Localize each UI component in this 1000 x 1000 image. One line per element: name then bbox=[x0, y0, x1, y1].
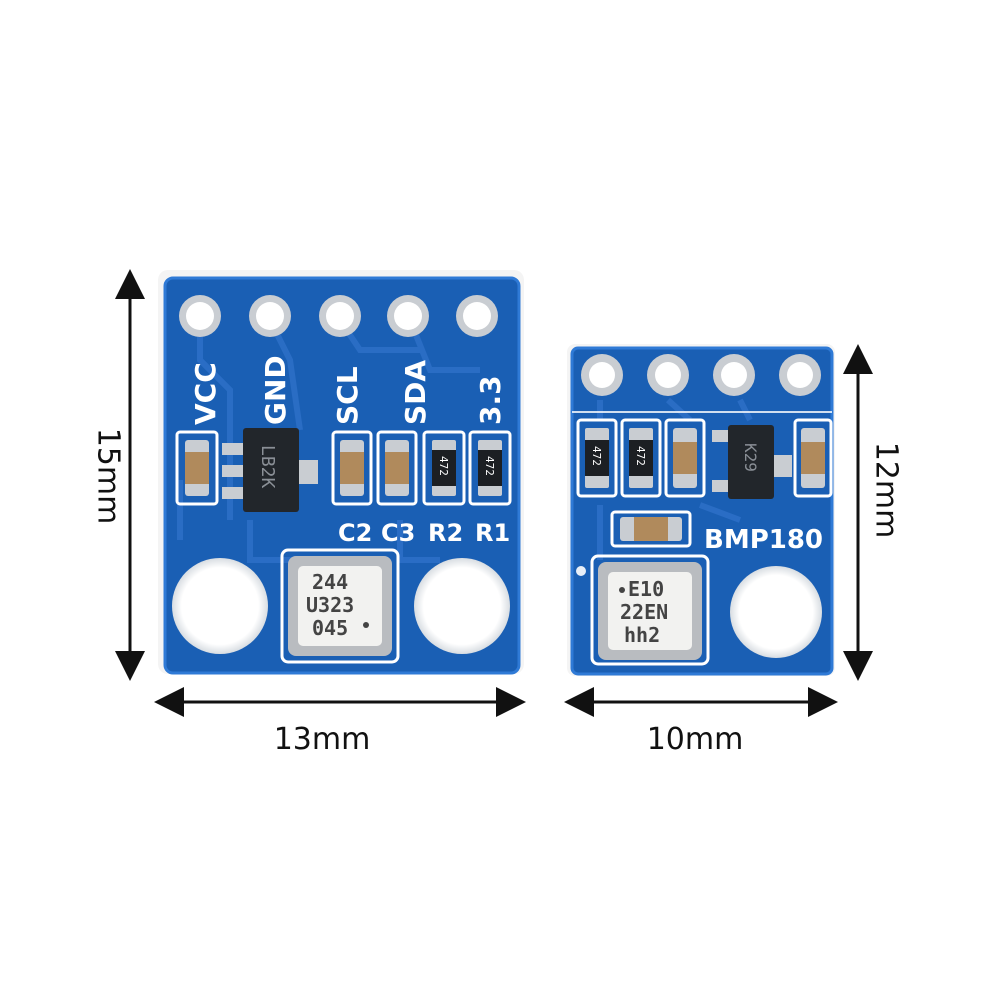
resistor-marking: 472 bbox=[437, 456, 450, 476]
pin-hole bbox=[581, 354, 623, 396]
label-c2: C2 bbox=[338, 519, 372, 547]
right-resistor-1: 472 bbox=[585, 428, 609, 488]
regulator-marking: LB2K bbox=[257, 445, 278, 489]
resistor-marking: 472 bbox=[483, 456, 496, 476]
mounting-hole bbox=[172, 558, 268, 654]
right-capacitor-2 bbox=[801, 428, 825, 488]
pin-hole bbox=[387, 295, 429, 337]
left-width-label: 13mm bbox=[273, 722, 371, 757]
sensor-line-1: E10 bbox=[628, 577, 664, 601]
sensor-line-1: 244 bbox=[312, 570, 348, 594]
resistor-marking: 472 bbox=[590, 446, 603, 466]
sensor-line-2: U323 bbox=[306, 593, 354, 617]
right-capacitor-1 bbox=[673, 428, 697, 488]
sensor-line-2: 22EN bbox=[620, 600, 668, 624]
right-width-label: 10mm bbox=[646, 722, 744, 757]
right-traces bbox=[597, 397, 753, 560]
resistor-r2: 472 bbox=[432, 440, 456, 496]
right-sensor-board: 472 472 K29 BMP bbox=[567, 344, 835, 676]
pin-label-scl: SCL bbox=[331, 366, 364, 425]
right-height-label: 12mm bbox=[868, 441, 904, 539]
label-r2: R2 bbox=[428, 519, 463, 547]
mounting-hole bbox=[414, 558, 510, 654]
model-label: BMP180 bbox=[704, 525, 823, 555]
resistor-r1: 472 bbox=[478, 440, 502, 496]
capacitor-c3 bbox=[385, 440, 409, 496]
label-c3: C3 bbox=[381, 519, 415, 547]
right-pressure-sensor: E10 22EN hh2 bbox=[590, 554, 710, 666]
right-pin-holes bbox=[581, 354, 821, 396]
pin-hole bbox=[456, 295, 498, 337]
pin-hole bbox=[647, 354, 689, 396]
voltage-regulator-chip: LB2K bbox=[222, 428, 318, 512]
sensor-line-3: hh2 bbox=[624, 623, 660, 647]
label-r1: R1 bbox=[475, 519, 510, 547]
pin-label-3v3: 3.3 bbox=[474, 375, 507, 425]
right-silk-frames bbox=[576, 418, 833, 548]
left-mounting-holes bbox=[172, 558, 510, 654]
pin-label-sda: SDA bbox=[399, 360, 432, 425]
left-height-label: 15mm bbox=[90, 427, 126, 525]
right-capacitor-3 bbox=[620, 517, 682, 541]
pin-hole bbox=[713, 354, 755, 396]
pin-label-vcc: VCC bbox=[189, 362, 222, 425]
left-pressure-sensor: 244 U323 045 bbox=[280, 548, 400, 664]
left-sensor-board: VCC GND SCL SDA 3.3 LB2K bbox=[158, 270, 524, 675]
left-pin-holes bbox=[179, 295, 498, 337]
capacitor-c2 bbox=[340, 440, 364, 496]
right-voltage-regulator: K29 bbox=[712, 425, 792, 499]
dimension-arrows bbox=[115, 269, 873, 717]
left-silk-frames bbox=[175, 430, 512, 506]
right-resistor-2: 472 bbox=[629, 428, 653, 488]
pin-hole bbox=[319, 295, 361, 337]
left-component-labels: C2 C3 R2 R1 bbox=[338, 519, 510, 547]
pin-hole bbox=[249, 295, 291, 337]
mounting-hole bbox=[730, 566, 822, 658]
pin-hole bbox=[179, 295, 221, 337]
resistor-marking: 472 bbox=[634, 446, 647, 466]
left-capacitor bbox=[185, 440, 209, 496]
pin-hole bbox=[779, 354, 821, 396]
pin-label-gnd: GND bbox=[259, 355, 292, 425]
regulator-marking: K29 bbox=[741, 443, 760, 472]
left-pin-labels: VCC GND SCL SDA 3.3 bbox=[189, 355, 507, 425]
sensor-line-3: 045 bbox=[312, 616, 348, 640]
